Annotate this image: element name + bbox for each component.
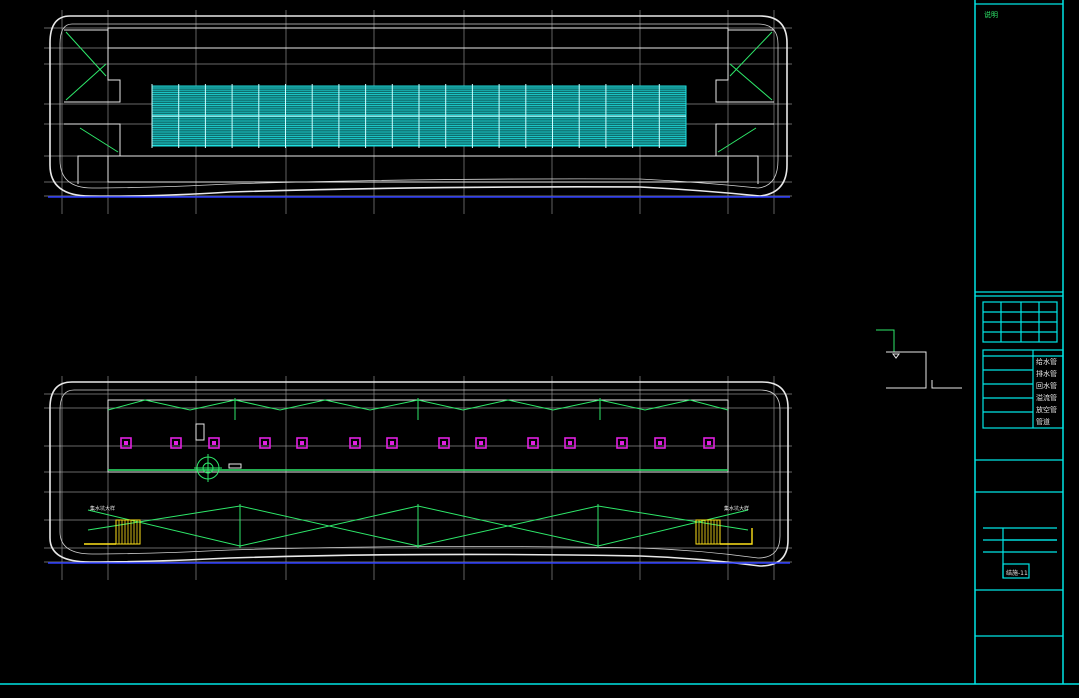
lower-plan-equipment [120,437,715,449]
upper-plan-walls [64,27,774,184]
equipment-marker-core [353,441,357,445]
sump-label-left: 集水坑大样 [90,505,115,512]
sump-right [695,519,753,545]
equipment-marker-core [620,441,624,445]
equipment-marker [564,437,576,449]
equipment-marker [120,437,132,449]
equipment-marker-core [568,441,572,445]
lower-plan-vertical-ticks [234,398,601,420]
legend-label: 回水管 [1036,381,1057,390]
legend-label: 给水管 [1036,357,1057,366]
valve-box [195,423,205,441]
upper-plan-outline [49,15,788,197]
legend-label: 放空管 [1036,405,1057,414]
title-block-text: 说明 给水管 排水管 回水管 溢流管 放空管 管道 结施-11 [984,10,1057,577]
upper-plan [44,10,792,214]
legend-label: 排水管 [1036,369,1057,378]
equipment-marker [386,437,398,449]
title-block [975,3,1064,637]
pump-unit [194,454,222,482]
equipment-marker-core [124,441,128,445]
title-block-top-label: 说明 [984,10,998,19]
equipment-marker [349,437,361,449]
equipment-marker-core [300,441,304,445]
equipment-marker-core [174,441,178,445]
small-tag [228,463,242,469]
equipment-marker-core [263,441,267,445]
equipment-marker-core [212,441,216,445]
lower-plan: 集水坑大样 集水坑大样 [44,376,792,580]
equipment-marker [703,437,715,449]
equipment-marker [259,437,271,449]
legend-label: 溢流管 [1036,393,1057,402]
equipment-marker-core [707,441,711,445]
equipment-marker [527,437,539,449]
equipment-marker-core [442,441,446,445]
legend-label: 管道 [1036,417,1050,426]
equipment-marker [438,437,450,449]
equipment-marker [296,437,308,449]
equipment-marker [170,437,182,449]
equipment-marker [475,437,487,449]
equipment-marker-core [479,441,483,445]
sump-left [84,519,141,545]
sump-label-right: 集水坑大样 [724,505,749,512]
tank-hatch-block [151,84,687,148]
lower-plan-inner-outline [59,389,781,559]
water-level-detail [876,329,962,389]
upper-plan-stair-diagonals [65,31,773,153]
equipment-marker-core [658,441,662,445]
upper-plan-inner-outline [59,23,779,189]
equipment-marker [208,437,220,449]
equipment-marker [654,437,666,449]
lower-plan-outline [49,381,789,567]
drawing-number: 结施-11 [1006,569,1028,577]
equipment-marker [616,437,628,449]
equipment-marker-core [531,441,535,445]
equipment-marker-core [390,441,394,445]
lower-plan-bottom-verticals [239,504,599,548]
